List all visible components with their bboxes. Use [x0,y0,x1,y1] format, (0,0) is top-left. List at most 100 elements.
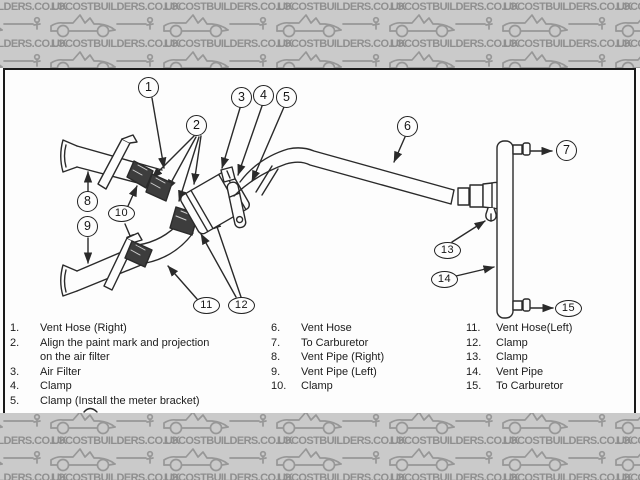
watermark-text-row: LOCOSTBUILDERS.CO.UKLOCOSTBUILDERS.CO.UK… [0,435,640,447]
watermark-text: LOCOSTBUILDERS.CO.UK [616,435,640,447]
watermark-text: LOCOSTBUILDERS.CO.UK [503,1,632,13]
car-logo-icon [502,413,606,435]
watermark-text: LOCOSTBUILDERS.CO.UK [390,472,519,480]
car-logo-icon [615,19,640,38]
legend-column-3: 11.Vent Hose(Left) 12.Clamp 13.Clamp 14.… [466,321,636,394]
air-filter [145,166,250,236]
watermark-text: LOCOSTBUILDERS.CO.UK [503,38,632,50]
legend-row: 2.Align the paint mark and projection [10,336,210,349]
callout-5: 5 [276,87,297,108]
vent-pipe-right [60,134,163,190]
car-logo-icon [50,14,154,38]
legend-row: 15.To Carburetor [466,380,564,392]
legend-row: 4.Clamp [10,380,72,392]
watermark-text: LOCOSTBUILDERS.CO.UK [164,38,293,50]
car-logo-icon [276,14,380,38]
watermark-logo-row [0,447,640,472]
watermark-text-row: LOCOSTBUILDERS.CO.UKLOCOSTBUILDERS.CO.UK… [0,472,640,480]
callout-9: 9 [77,216,98,237]
watermark-text-row: LOCOSTBUILDERS.CO.UKLOCOSTBUILDERS.CO.UK… [0,38,640,50]
callout-3: 3 [231,87,252,108]
callout-11: 11 [193,297,220,314]
watermark-logo-row [0,13,640,38]
car-logo-icon [0,53,41,68]
car-logo-icon [50,448,154,472]
car-logo-icon [0,450,41,466]
callout-2: 2 [186,115,207,136]
legend-row: 7.To Carburetor [271,336,369,349]
watermark-text: LOCOSTBUILDERS.CO.UK [503,435,632,447]
legend-row: 8.Vent Pipe (Right) [271,351,385,363]
watermark-text: LOCOSTBUILDERS.CO.UK [390,435,519,447]
watermark-text: LOCOSTBUILDERS.CO.UK [51,435,180,447]
legend-row: 13.Clamp [466,351,528,363]
car-logo-icon [163,448,267,472]
legend-row: 3.Air Filter [10,365,81,378]
diagram-frame [3,68,636,413]
callout-1: 1 [138,77,159,98]
callout-4: 4 [253,85,274,106]
car-logo-icon [0,413,41,429]
watermark-text: LOCOSTBUILDERS.CO.UK [616,38,640,50]
car-logo-icon [389,14,493,38]
legend-row-cont: on the air filter [40,351,110,363]
legend-column-1: 1.Vent Hose (Right) 2.Align the paint ma… [10,321,265,408]
car-logo-icon [615,453,640,472]
watermark-text: LOCOSTBUILDERS.CO.UK [0,38,67,50]
vent-pipe-vertical [496,140,531,319]
car-logo-icon [163,14,267,38]
watermark-text: LOCOSTBUILDERS.CO.UK [0,472,67,480]
watermark-logo-row [0,50,640,68]
watermark-text: LOCOSTBUILDERS.CO.UK [0,435,67,447]
car-logo-icon [615,416,640,435]
watermark-text: LOCOSTBUILDERS.CO.UK [390,38,519,50]
car-logo-icon [50,413,154,435]
legend-row: 14.Vent Pipe [466,365,544,378]
watermark-text: LOCOSTBUILDERS.CO.UK [277,1,406,13]
legend-row: 11.Vent Hose(Left) [466,322,573,334]
legend-row: 10.Clamp [271,380,333,392]
legend-column-2: 6.Vent Hose 7.To Carburetor 8.Vent Pipe … [271,321,451,394]
legend-row: 12.Clamp [466,336,528,349]
car-logo-icon [502,14,606,38]
watermark-text: LOCOSTBUILDERS.CO.UK [277,38,406,50]
car-logo-icon [276,448,380,472]
watermark-text: LOCOSTBUILDERS.CO.UK [51,472,180,480]
watermark-text: LOCOSTBUILDERS.CO.UK [277,435,406,447]
car-logo-icon [163,413,267,435]
car-logo-icon [389,51,493,68]
car-logo-icon [389,448,493,472]
watermark-text: LOCOSTBUILDERS.CO.UK [503,472,632,480]
callout-6: 6 [397,116,418,137]
car-logo-icon [276,51,380,68]
watermark-text: LOCOSTBUILDERS.CO.UK [0,1,67,13]
callout-14: 14 [431,271,458,288]
legend-row: 9.Vent Pipe (Left) [271,365,377,378]
car-logo-icon [163,51,267,68]
car-logo-icon [276,413,380,435]
callout-10: 10 [108,205,135,222]
car-logo-icon [502,51,606,68]
watermark-text: LOCOSTBUILDERS.CO.UK [616,472,640,480]
vent-hose [233,147,455,205]
watermark-text: LOCOSTBUILDERS.CO.UK [51,1,180,13]
callout-7: 7 [556,140,577,161]
watermark-band-top: LOCOSTBUILDERS.CO.UKLOCOSTBUILDERS.CO.UK… [0,0,640,68]
watermark-text: LOCOSTBUILDERS.CO.UK [390,1,519,13]
leader-lines [83,97,554,313]
legend-row: 5.Clamp (Install the meter bracket) [10,394,200,407]
watermark-logo-row [0,413,640,435]
legend-row: 6.Vent Hose [271,322,352,334]
watermark-text: LOCOSTBUILDERS.CO.UK [164,435,293,447]
car-logo-icon [0,16,41,32]
car-logo-icon [389,413,493,435]
callout-12: 12 [228,297,255,314]
legend-row: 1.Vent Hose (Right) [10,322,127,334]
watermark-text: LOCOSTBUILDERS.CO.UK [51,38,180,50]
car-logo-icon [502,448,606,472]
watermark-band-bottom: LOCOSTBUILDERS.CO.UKLOCOSTBUILDERS.CO.UK… [0,413,640,480]
watermark-text: LOCOSTBUILDERS.CO.UK [616,1,640,13]
callout-15: 15 [555,300,582,317]
callout-13: 13 [434,242,461,259]
